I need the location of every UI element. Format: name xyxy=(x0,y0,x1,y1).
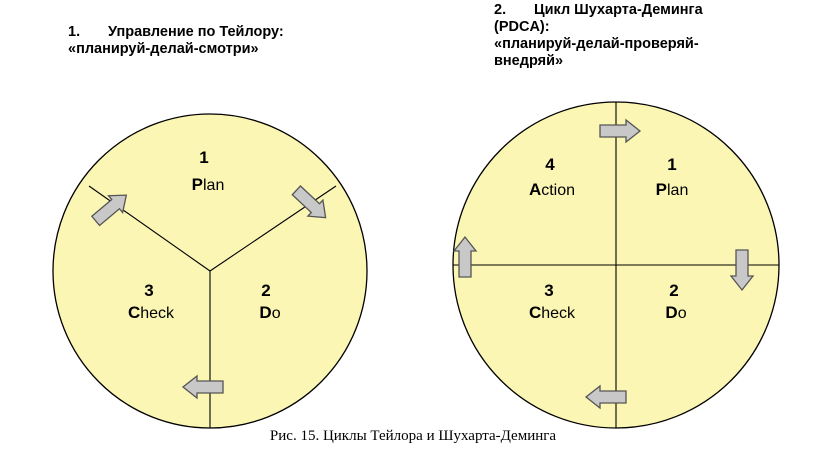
pdca-plan-label: Plan xyxy=(656,180,689,199)
pdca-plan-initial: P xyxy=(656,180,667,199)
taylor-check-rest: heck xyxy=(140,305,175,322)
pdca-do-initial: D xyxy=(665,303,677,322)
taylor-cycle: 1 Plan 2 Do 3 Check xyxy=(52,113,368,429)
taylor-do-number: 2 xyxy=(261,281,270,300)
taylor-check-initial: C xyxy=(128,303,140,322)
left-header-number: 1. xyxy=(68,24,81,40)
pdca-action-rest: ction xyxy=(541,182,575,199)
right-header-title-cont: (PDCA): xyxy=(494,19,550,35)
pdca-action-initial: A xyxy=(529,180,541,199)
pdca-check-initial: C xyxy=(529,303,541,322)
pdca-do-rest: o xyxy=(678,305,687,322)
pdca-check-label: Check xyxy=(529,303,576,322)
pdca-action-number: 4 xyxy=(545,155,555,174)
taylor-divider-left xyxy=(88,185,211,272)
taylor-check-label: Check xyxy=(128,303,175,322)
pdca-do-number: 2 xyxy=(669,281,678,300)
left-header: 1. Управление по Тейлору: «планируй-делай… xyxy=(68,24,284,58)
right-header-subtitle-cont: внедряй» xyxy=(494,53,564,69)
pdca-do-label: Do xyxy=(665,303,686,322)
taylor-plan-number: 1 xyxy=(199,148,208,167)
left-header-subtitle: «планируй-делай-смотри» xyxy=(68,41,259,57)
figure-caption: Рис. 15. Циклы Тейлора и Шухарта-Деминга xyxy=(269,428,557,444)
right-header: 2. Цикл Шухарта-Деминга (PDCA): «планируй… xyxy=(494,2,703,70)
pdca-check-rest: heck xyxy=(541,305,576,322)
taylor-do-initial: D xyxy=(259,303,271,322)
pdca-cycle: 1 Plan 2 Do 3 Check 4 Action xyxy=(452,101,780,429)
taylor-do-label: Do xyxy=(259,303,280,322)
taylor-plan-initial: P xyxy=(192,175,203,194)
left-header-title: Управление по Тейлору: xyxy=(108,24,284,40)
taylor-check-number: 3 xyxy=(144,281,153,300)
taylor-plan-label: Plan xyxy=(192,175,225,194)
right-header-number: 2. xyxy=(494,2,507,18)
pdca-action-label: Action xyxy=(529,180,575,199)
taylor-do-rest: o xyxy=(272,305,281,322)
pdca-plan-number: 1 xyxy=(667,155,676,174)
pdca-check-number: 3 xyxy=(544,281,553,300)
right-header-subtitle: «планируй-делай-проверяй- xyxy=(494,36,699,52)
right-header-title: Цикл Шухарта-Деминга xyxy=(534,2,703,18)
taylor-plan-rest: lan xyxy=(203,177,224,194)
pdca-plan-rest: lan xyxy=(667,182,688,199)
